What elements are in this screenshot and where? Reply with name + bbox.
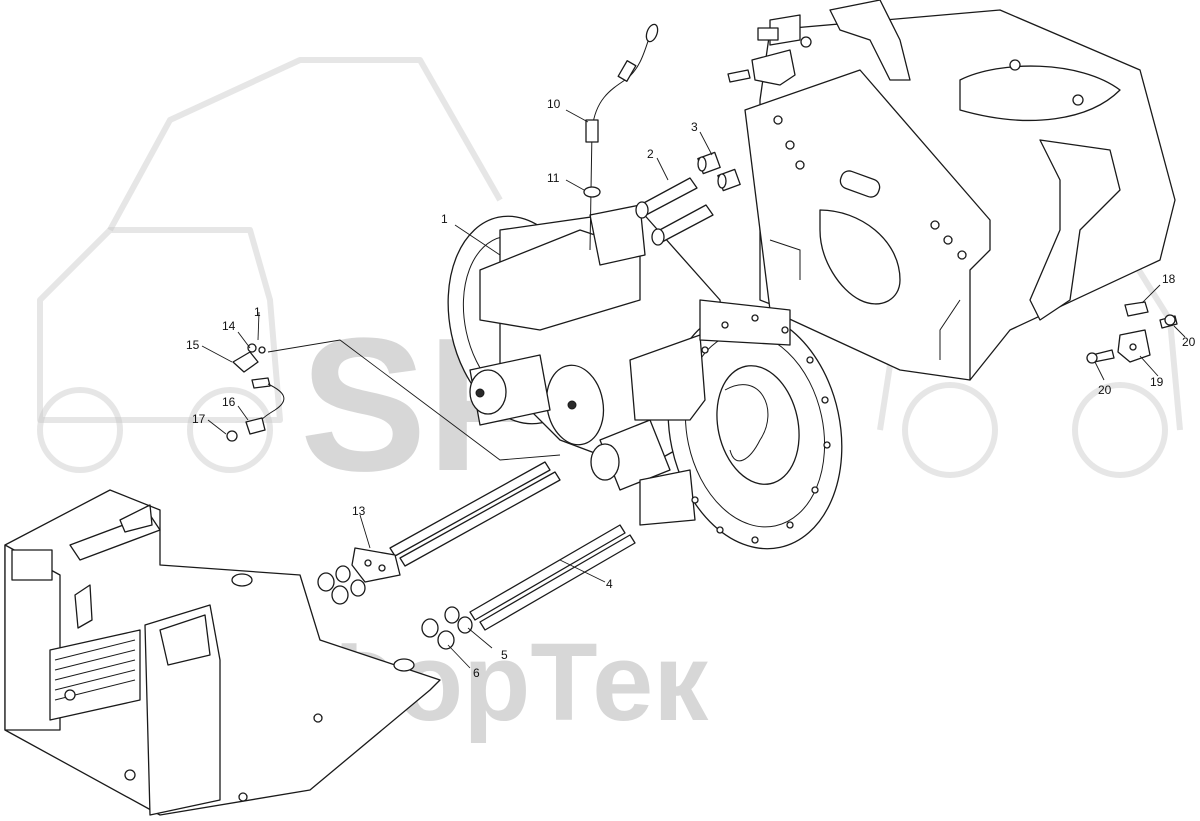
- callout-2: 2: [647, 147, 654, 161]
- callout-18: 18: [1162, 272, 1176, 286]
- hose-fittings: [226, 343, 285, 442]
- bracket-19: [1117, 329, 1151, 363]
- callout-17: 17: [192, 412, 206, 426]
- callout-16: 16: [222, 395, 236, 409]
- callout-10: 10: [547, 97, 561, 111]
- leader-line-1: [267, 339, 561, 461]
- bolts-20: [1086, 314, 1178, 364]
- callout-19: 19: [1150, 375, 1164, 389]
- lower-frame: [4, 489, 441, 816]
- gearbox-assembly: [447, 204, 843, 550]
- bushing-3: [697, 151, 741, 192]
- bolt-2: [635, 177, 714, 246]
- callout-11: 11: [547, 171, 560, 185]
- callout-leaders: [201, 109, 1186, 669]
- callout-4: 4: [606, 577, 613, 591]
- nuts-washers-left: [317, 565, 366, 605]
- callout-5: 5: [501, 648, 508, 662]
- main-frame: [744, 0, 1176, 381]
- tie-rods-4: [389, 461, 636, 631]
- callout-3: 3: [691, 120, 698, 134]
- flange-bolt-holes: [691, 314, 831, 544]
- callout-6: 6: [473, 666, 480, 680]
- washer-11: [583, 186, 601, 198]
- callout-1-left: 1: [254, 305, 261, 319]
- callout-13: 13: [352, 504, 366, 518]
- plate-18: [1124, 301, 1149, 317]
- callout-20-lower: 20: [1098, 383, 1112, 397]
- callout-15: 15: [186, 338, 200, 352]
- dipstick-10: [585, 23, 659, 251]
- bracket-13: [351, 547, 401, 583]
- callout-labels: 1 1 2 3 4 5 6 10 11 13 14 15 16 17 18 19…: [186, 97, 1196, 680]
- callout-1-gearbox: 1: [441, 212, 448, 226]
- top-bracket: [727, 27, 812, 86]
- callout-14: 14: [222, 319, 236, 333]
- callout-20-right: 20: [1182, 335, 1196, 349]
